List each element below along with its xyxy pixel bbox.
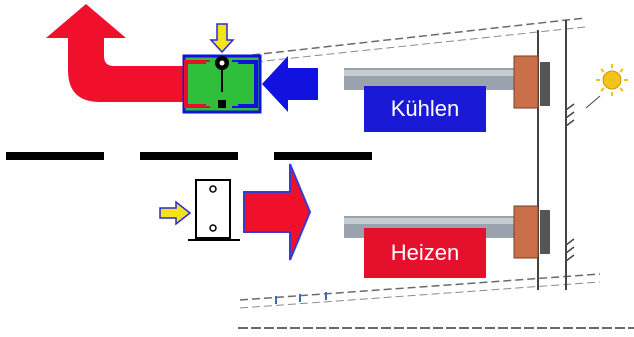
roof-line-upper-2 — [254, 26, 586, 63]
supply-arrow — [243, 163, 312, 261]
heating-label: Heizen — [364, 228, 486, 278]
floor-line-lower-2 — [239, 281, 601, 309]
building-sketch — [238, 17, 634, 337]
air-in-arrow-left — [159, 200, 192, 226]
heating-label-text: Heizen — [390, 240, 460, 265]
exhaust-arrow — [46, 4, 184, 102]
wall-hatch — [565, 103, 575, 262]
air-in-arrow-top — [209, 23, 235, 54]
divider-line — [6, 152, 372, 160]
cooling-label: Kühlen — [364, 86, 486, 132]
intake-arrow — [262, 56, 318, 112]
cooling-label-text: Kühlen — [390, 96, 460, 121]
sun-icon — [585, 64, 628, 109]
roof-line-upper — [251, 17, 586, 56]
heater-unit-icon — [188, 179, 240, 241]
upper-duct — [344, 55, 550, 109]
bottom-sketch-ticks — [275, 292, 327, 304]
fan-unit-icon — [182, 54, 262, 114]
